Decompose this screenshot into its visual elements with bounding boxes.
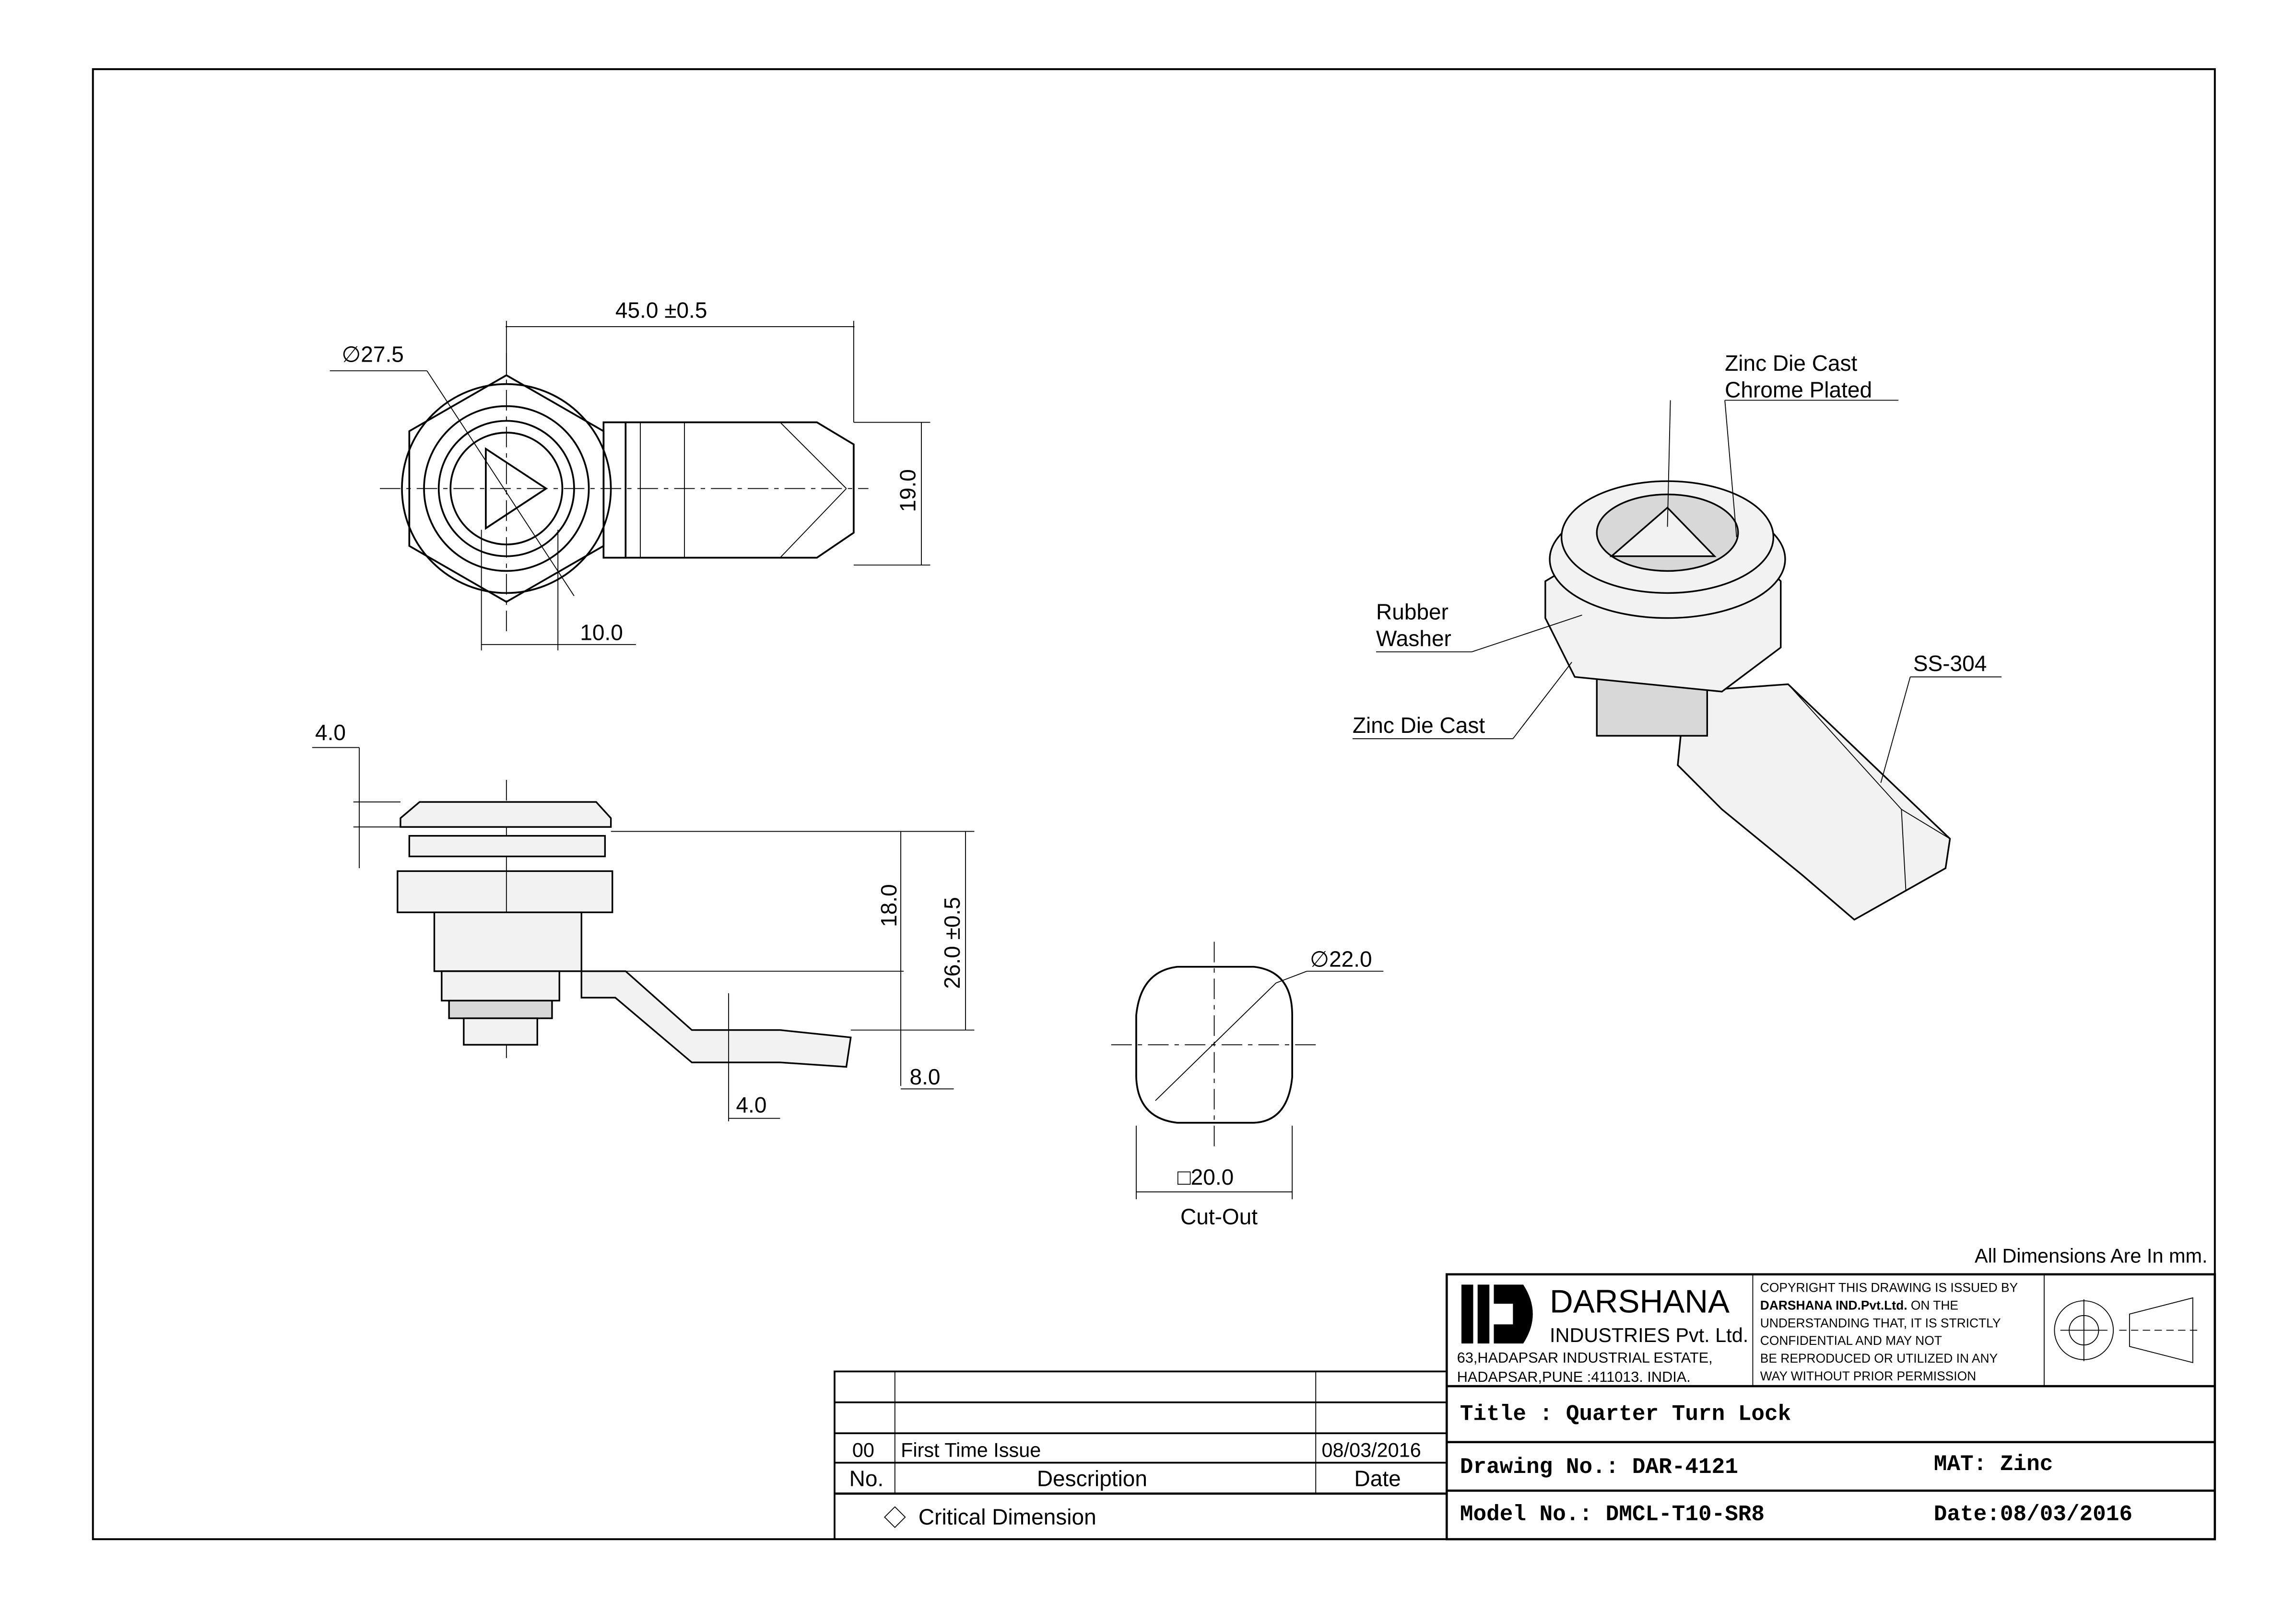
copyright-line-4: CONFIDENTIAL AND MAY NOT bbox=[1760, 1333, 1942, 1348]
dim-triangle: 10.0 bbox=[580, 620, 623, 645]
label-washer-line2: Washer bbox=[1376, 626, 1451, 651]
label-cap-line1: Zinc Die Cast bbox=[1725, 351, 1857, 376]
rev-date: 08/03/2016 bbox=[1322, 1439, 1421, 1461]
label-lever: SS-304 bbox=[1913, 651, 1987, 676]
copyright-line-1: COPYRIGHT THIS DRAWING IS ISSUED BY bbox=[1760, 1281, 2018, 1295]
label-body: Zinc Die Cast bbox=[1353, 713, 1485, 738]
dim-offset: 8.0 bbox=[909, 1064, 940, 1089]
company-name: DARSHANA bbox=[1550, 1284, 1730, 1320]
address-2: HADAPSAR,PUNE :411013. INDIA. bbox=[1457, 1368, 1691, 1385]
title-block: DARSHANA INDUSTRIES Pvt. Ltd. 63,HADAPSA… bbox=[1446, 1273, 2216, 1541]
cutout-view: ∅22.0 □20.0 Cut-Out bbox=[1111, 942, 1384, 1229]
dim-dia: ∅27.5 bbox=[341, 342, 404, 367]
copyright-line-6: WAY WITHOUT PRIOR PERMISSION bbox=[1760, 1369, 1976, 1383]
material: MAT: Zinc bbox=[1934, 1452, 2053, 1477]
dim-length: 45.0 ±0.5 bbox=[615, 298, 707, 323]
company-sub: INDUSTRIES Pvt. Ltd. bbox=[1550, 1324, 1748, 1346]
drawing-number: Drawing No.: DAR-4121 bbox=[1460, 1455, 1738, 1480]
drawing-title: Title : Quarter Turn Lock bbox=[1460, 1402, 1791, 1427]
top-view: 45.0 ±0.5 ∅27.5 19.0 10.0 bbox=[330, 298, 930, 651]
dim-18: 18.0 bbox=[876, 884, 901, 927]
projection-symbol-icon bbox=[2054, 1297, 2201, 1364]
header-description: Description bbox=[1037, 1466, 1147, 1491]
rev-description: First Time Issue bbox=[901, 1439, 1041, 1461]
dim-width: 19.0 bbox=[895, 469, 920, 512]
isometric-view: Zinc Die Cast Chrome Plated Rubber Washe… bbox=[1353, 351, 2002, 921]
dim-cap: 4.0 bbox=[315, 720, 346, 745]
copyright-line-2: DARSHANA IND.Pvt.Ltd. ON THE bbox=[1760, 1298, 1958, 1313]
copyright-line-5: BE REPRODUCED OR UTILIZED IN ANY bbox=[1760, 1351, 1998, 1366]
dim-cutout-square: □20.0 bbox=[1177, 1165, 1234, 1189]
copyright-line-3: UNDERSTANDING THAT, IT IS STRICTLY bbox=[1760, 1316, 2001, 1330]
cutout-label: Cut-Out bbox=[1180, 1204, 1258, 1229]
rev-no: 00 bbox=[852, 1439, 874, 1461]
critical-diamond-icon bbox=[884, 1506, 906, 1528]
label-cap-line2: Chrome Plated bbox=[1725, 377, 1872, 402]
critical-note: Critical Dimension bbox=[918, 1504, 1096, 1529]
revision-table: 00 First Time Issue 08/03/2016 No. Descr… bbox=[834, 1370, 1448, 1540]
model-number: Model No.: DMCL-T10-SR8 bbox=[1460, 1502, 1765, 1527]
dim-26: 26.0 ±0.5 bbox=[940, 897, 965, 989]
address-1: 63,HADAPSAR INDUSTRIAL ESTATE, bbox=[1457, 1349, 1713, 1366]
company-logo bbox=[1461, 1284, 1533, 1344]
label-washer-line1: Rubber bbox=[1376, 600, 1448, 624]
dim-cutout-dia: ∅22.0 bbox=[1310, 947, 1372, 972]
side-view: 4.0 18.0 26.0 ±0.5 8.0 4.0 bbox=[312, 720, 975, 1121]
header-date: Date bbox=[1354, 1466, 1401, 1491]
drawing-date: Date:08/03/2016 bbox=[1934, 1502, 2132, 1527]
dim-lever: 4.0 bbox=[736, 1092, 766, 1117]
units-note: All Dimensions Are In mm. bbox=[1975, 1245, 2208, 1267]
header-no: No. bbox=[849, 1466, 884, 1491]
